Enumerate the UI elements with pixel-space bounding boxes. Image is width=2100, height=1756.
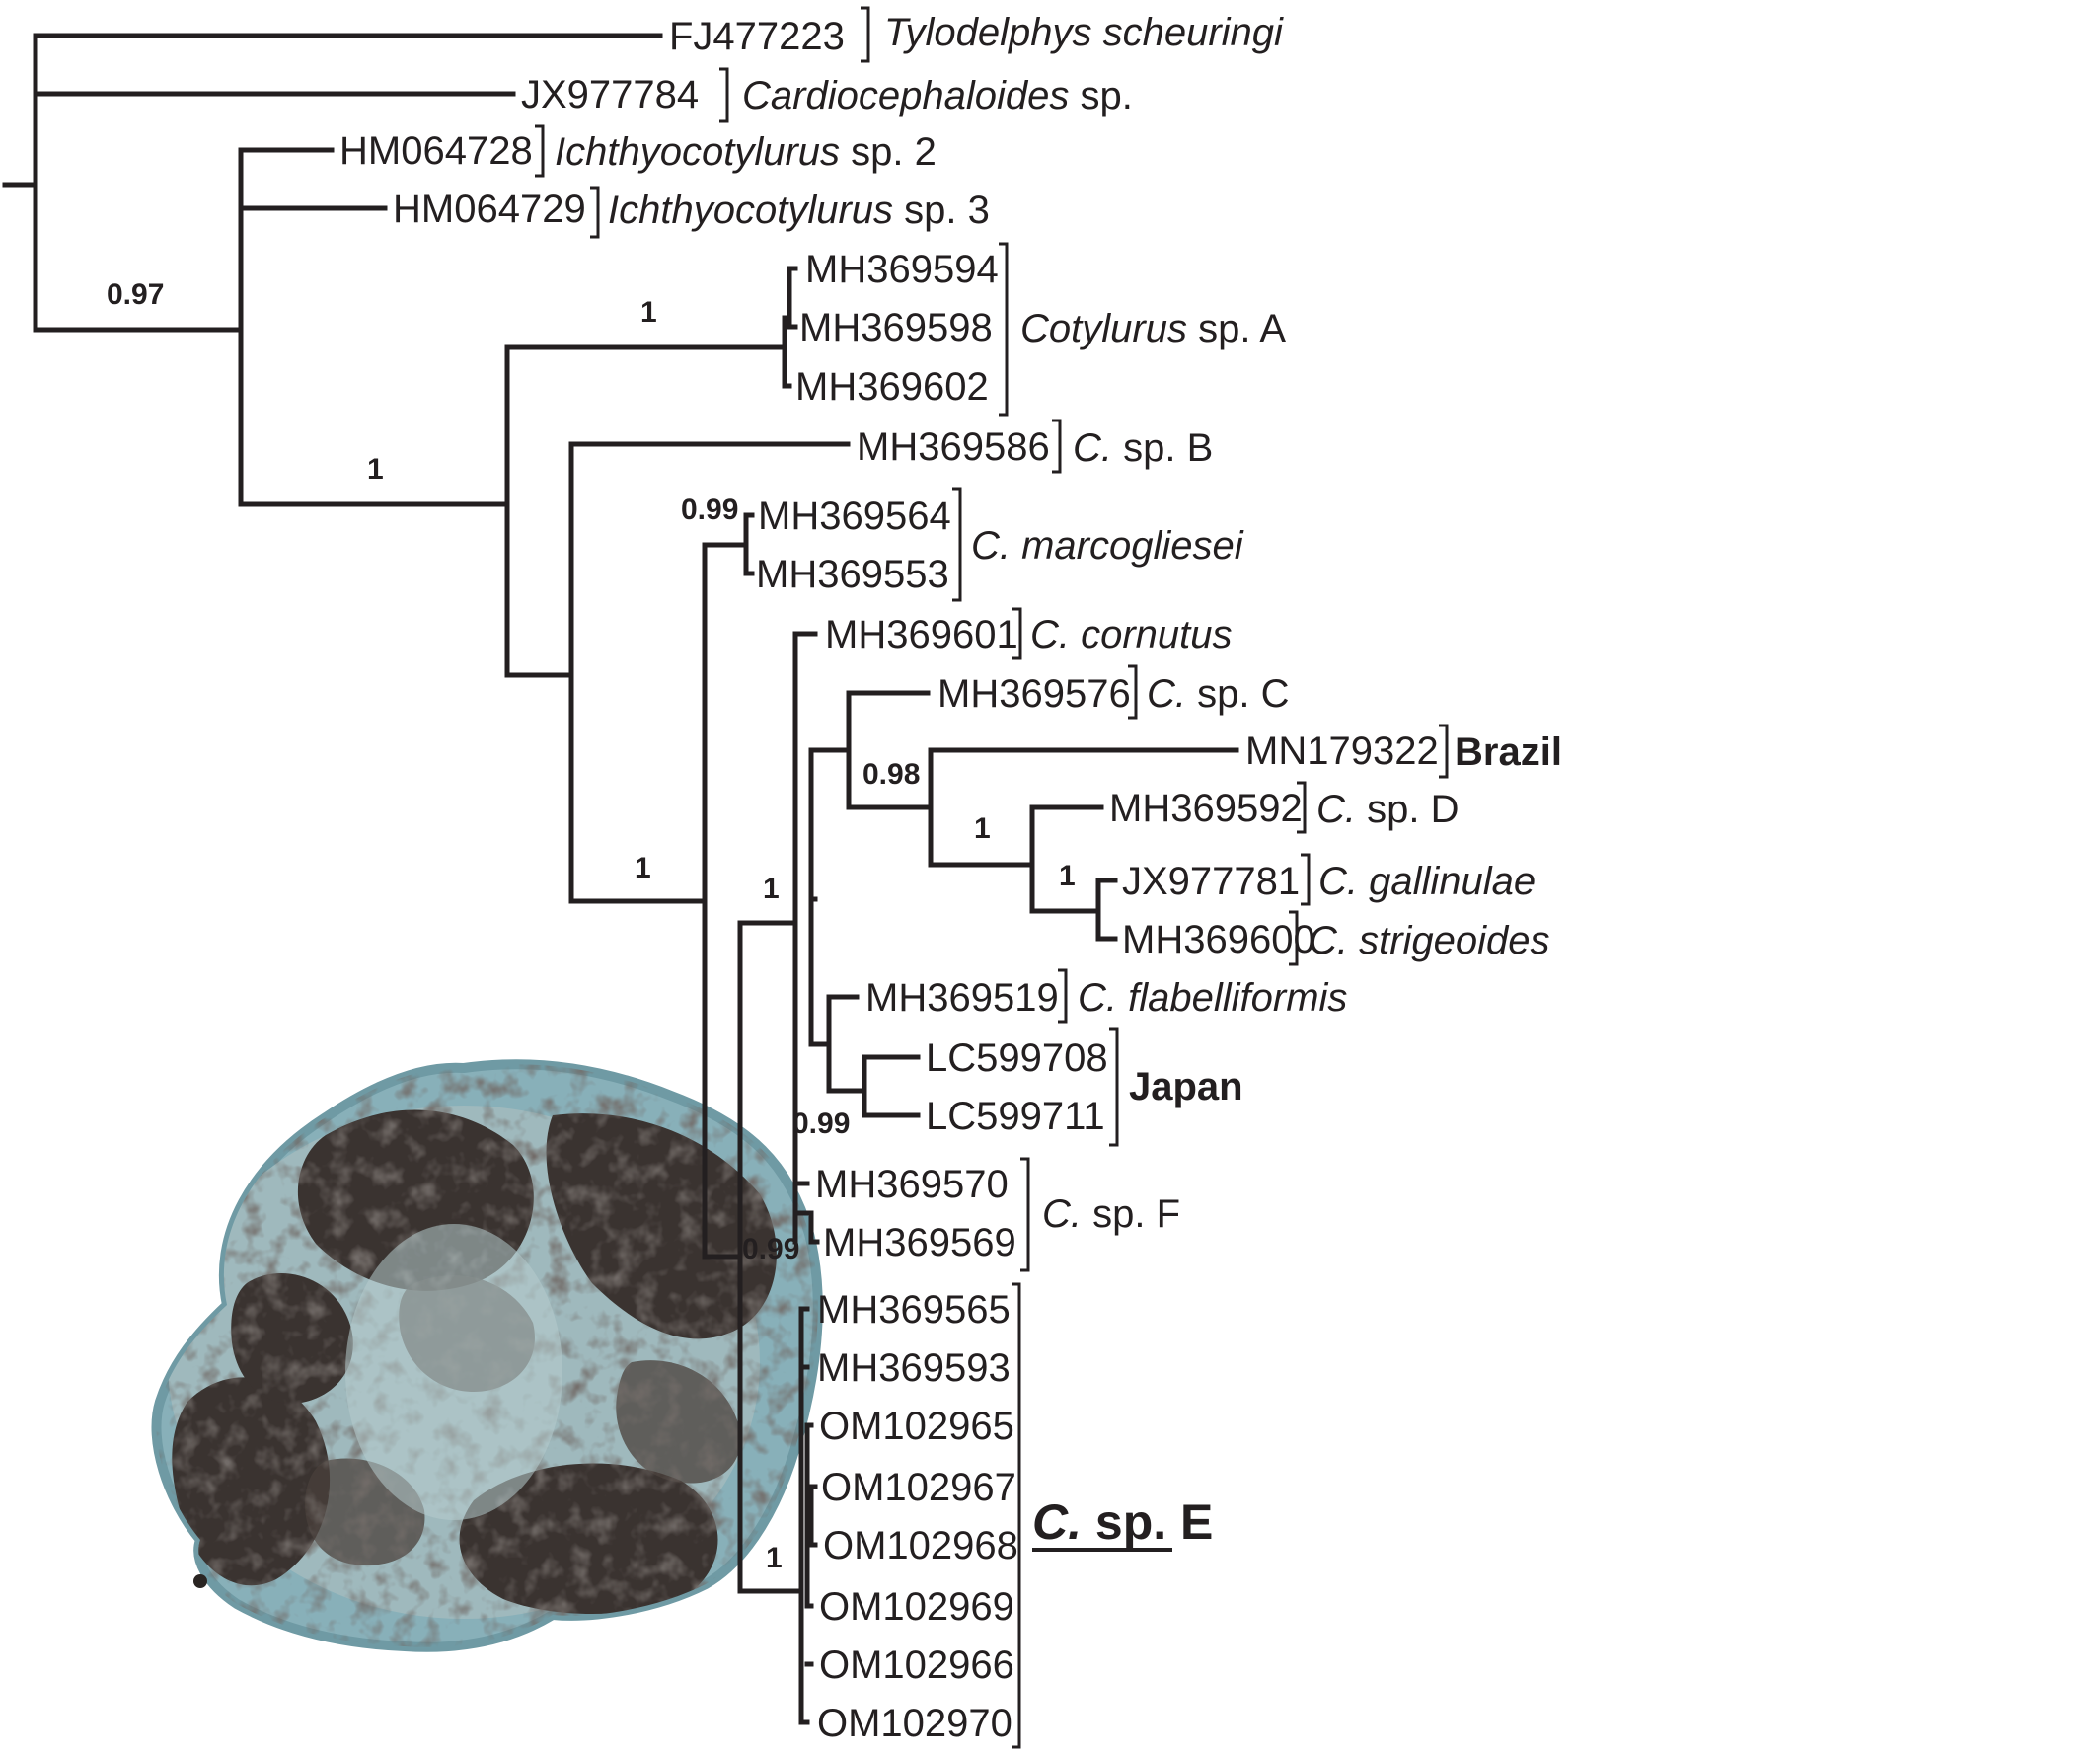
leaf-label: OM102966 — [819, 1643, 1014, 1687]
leaf-label: MH369602 — [795, 365, 989, 409]
leaf-label: MH369519 — [865, 976, 1059, 1020]
leaf-label: OM102969 — [819, 1585, 1014, 1629]
leaf-label: MH369592 — [1109, 787, 1303, 830]
taxon-label: Brazil — [1455, 730, 1562, 774]
taxon-label: C. strigeoides — [1309, 919, 1550, 962]
leaf-label: OM102970 — [817, 1702, 1012, 1745]
taxon-label: C. sp. F — [1042, 1192, 1180, 1236]
taxon-label: Ichthyocotylurus sp. 2 — [555, 130, 937, 174]
leaf-label: MH369576 — [938, 672, 1131, 716]
leaf-label: MN179322 — [1245, 729, 1439, 773]
leaf-label: LC599708 — [926, 1036, 1108, 1080]
leaf-label: MH369593 — [817, 1346, 1011, 1390]
support-value: 1 — [763, 873, 780, 905]
leaf-label: MH369569 — [823, 1221, 1016, 1264]
support-value: 1 — [640, 296, 657, 329]
leaf-label: MH369565 — [817, 1288, 1011, 1332]
taxon-label: C. gallinulae — [1318, 860, 1536, 903]
support-value: 0.99 — [742, 1233, 799, 1265]
leaf-label: MH369598 — [799, 306, 993, 349]
leaf-label: MH369564 — [758, 495, 951, 538]
leaf-label: MH369601 — [825, 613, 1018, 656]
leaf-label: MH369553 — [756, 553, 949, 596]
taxon-label: C. sp. D — [1316, 788, 1459, 831]
leaf-label: MH369594 — [805, 248, 999, 291]
clade-brackets — [535, 6, 1449, 1749]
support-value: 1 — [635, 852, 651, 884]
support-value: 0.99 — [681, 494, 738, 526]
leaf-labels: FJ477223 JX977784 HM064728 HM064729 MH36… — [339, 15, 1439, 1745]
leaf-label: MH369586 — [857, 425, 1050, 469]
leaf-label: FJ477223 — [669, 15, 845, 58]
support-value: 1 — [367, 453, 384, 486]
support-value: 1 — [766, 1542, 783, 1574]
taxon-label: C. cornutus — [1030, 613, 1233, 656]
leaf-label: LC599711 — [926, 1095, 1105, 1138]
leaf-label: OM102968 — [823, 1524, 1018, 1567]
taxon-label: Tylodelphys scheuringi — [884, 11, 1284, 54]
support-value: 0.99 — [792, 1107, 850, 1140]
taxon-label-highlight: C. sp. E — [1032, 1494, 1213, 1550]
taxon-label: Japan — [1129, 1065, 1243, 1108]
leaf-label: OM102965 — [819, 1405, 1014, 1448]
taxon-label: Cardiocephaloides sp. — [742, 74, 1133, 117]
leaf-label: HM064729 — [393, 188, 586, 231]
taxon-label: Cotylurus sp. A — [1020, 307, 1286, 350]
leaf-label: OM102967 — [821, 1466, 1016, 1509]
taxon-label: C. flabelliformis — [1078, 976, 1347, 1020]
support-values: 0.97 1 1 0.99 1 1 0.98 1 1 0.99 0.99 1 — [107, 278, 1076, 1574]
support-value: 1 — [1059, 860, 1076, 892]
leaf-label: JX977781 — [1122, 860, 1300, 903]
leaf-label: JX977784 — [521, 73, 699, 116]
taxon-label: C. sp. B — [1073, 426, 1213, 470]
leaf-label: MH369600 — [1122, 918, 1315, 961]
support-value: 0.97 — [107, 278, 164, 311]
taxon-label: Ichthyocotylurus sp. 3 — [608, 189, 990, 232]
support-value: 1 — [974, 812, 991, 845]
cyst-micrograph-image — [151, 1059, 823, 1652]
tree-branches — [2, 33, 1239, 1725]
taxon-labels: Tylodelphys scheuringi Cardiocephaloides… — [555, 11, 1562, 1552]
leaf-label: HM064728 — [339, 129, 533, 173]
support-value: 0.98 — [862, 758, 920, 791]
taxon-label: C. marcogliesei — [971, 524, 1244, 568]
taxon-label: C. sp. C — [1147, 672, 1289, 716]
leaf-label: MH369570 — [815, 1163, 1009, 1206]
